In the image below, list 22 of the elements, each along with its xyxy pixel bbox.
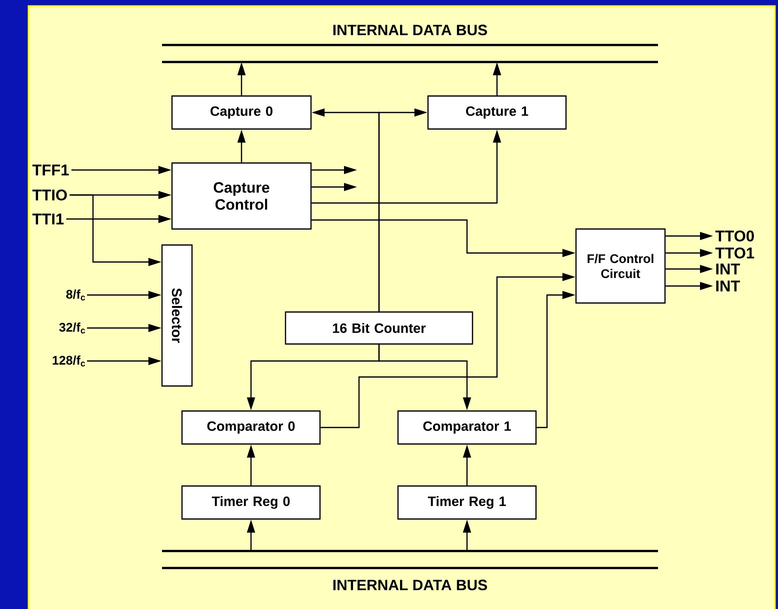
block-box: Comparator 0 bbox=[181, 410, 321, 445]
pin-label: TTIO bbox=[32, 190, 67, 200]
block-box: F/F Control Circuit bbox=[575, 228, 666, 304]
selector-box: Selector bbox=[161, 244, 193, 387]
pin-label: TTO0 bbox=[715, 230, 754, 242]
block-box: Timer Reg 1 bbox=[397, 485, 537, 520]
block-box: Capture Control bbox=[171, 162, 312, 230]
clock-label: 32/f$_{c}$ bbox=[59, 322, 86, 334]
block-box: Timer Reg 0 bbox=[181, 485, 321, 520]
pin-label: TFF1 bbox=[32, 164, 69, 176]
pin-label: INT bbox=[716, 280, 740, 292]
clock-label: 8/f$_{c}$ bbox=[66, 290, 86, 300]
block-box: Capture 0 bbox=[171, 95, 312, 130]
block-box: Comparator 1 bbox=[397, 410, 537, 445]
bus-label: INTERNAL DATA BUS bbox=[333, 580, 488, 590]
pin-label: TTI1 bbox=[32, 214, 64, 224]
bus-label: INTERNAL DATA BUS bbox=[333, 24, 488, 36]
block-box: Capture 1 bbox=[427, 95, 567, 130]
clock-label: 128/f$_{c}$ bbox=[52, 356, 86, 366]
pin-label: TTO1 bbox=[715, 248, 754, 258]
pin-label: INT bbox=[716, 264, 740, 274]
block-box: 16 Bit Counter bbox=[284, 311, 474, 345]
